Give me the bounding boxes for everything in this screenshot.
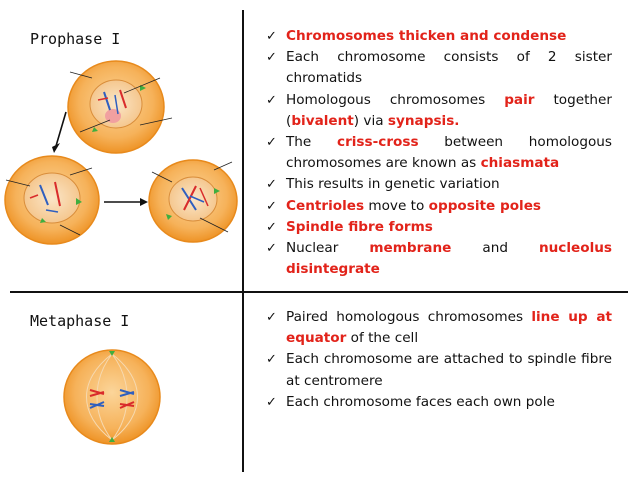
bullet-item: ✓ The criss-cross between homologous chro… <box>266 132 612 174</box>
checkmark-icon: ✓ <box>266 50 277 66</box>
arrow-right-icon <box>104 198 148 206</box>
metaphase-bullet-list: ✓ Paired homologous chromosomes line up a… <box>266 307 612 413</box>
checkmark-icon: ✓ <box>266 92 277 108</box>
bullet-text: Nuclear <box>286 240 370 257</box>
cell-prophase-late <box>148 159 238 243</box>
table-vertical-divider <box>242 10 244 472</box>
checkmark-icon: ✓ <box>266 241 277 257</box>
bullet-item: ✓ This results in genetic variation <box>266 174 612 195</box>
checkmark-icon: ✓ <box>266 352 277 368</box>
bullet-item: ✓ Chromosomes thicken and condense <box>266 26 612 47</box>
bullet-text: The <box>286 134 338 151</box>
checkmark-icon: ✓ <box>266 219 277 235</box>
bullet-text: Each chromosome are attached to spindle … <box>286 351 612 389</box>
highlight-text: opposite poles <box>428 197 542 214</box>
checkmark-icon: ✓ <box>266 198 277 214</box>
highlight-text: Centrioles <box>286 197 365 214</box>
bullet-text: Paired homologous chromosomes <box>286 309 532 325</box>
highlight-text: chiasmata <box>480 155 560 172</box>
bullet-text: ) via <box>353 112 388 129</box>
checkmark-icon: ✓ <box>266 310 277 325</box>
highlight-text: Spindle fibre forms <box>286 218 433 235</box>
cell-prophase-early <box>67 60 173 154</box>
bullet-item: ✓ Nuclear membrane and nucleolus disinteg… <box>266 238 612 280</box>
highlight-text: Chromosomes thicken and condense <box>286 28 567 44</box>
checkmark-icon: ✓ <box>266 394 277 410</box>
bullet-item: ✓ Each chromosome consists of 2 sister ch… <box>266 47 612 89</box>
arrow-down-left-icon <box>52 111 67 153</box>
bullet-text: Each chromosome faces each own pole <box>286 393 555 410</box>
checkmark-icon: ✓ <box>266 135 277 151</box>
bullet-text: and <box>451 240 539 257</box>
bullet-text: between homologous chromosomes are known… <box>286 134 613 172</box>
bullet-text: of the cell <box>346 330 419 347</box>
stage-title-metaphase: Metaphase I <box>30 312 130 330</box>
bullet-text: together ( <box>286 91 613 129</box>
checkmark-icon: ✓ <box>266 29 277 44</box>
table-horizontal-divider <box>10 291 628 293</box>
bullet-item: ✓ Centrioles move to opposite poles <box>266 196 612 217</box>
stage-title-prophase: Prophase I <box>30 30 121 48</box>
prophase-bullet-list: ✓ Chromosomes thicken and condense ✓ Each c… <box>266 26 612 280</box>
highlight-text: synapsis. <box>387 112 460 129</box>
highlight-text: criss-cross <box>337 134 419 151</box>
bullet-text: Each chromosome consists of 2 sister chr… <box>286 49 612 87</box>
cell-metaphase <box>63 349 161 445</box>
bullet-item: ✓ Paired homologous chromosomes line up a… <box>266 307 612 349</box>
bullet-text: Homologous chromosomes <box>286 91 505 108</box>
highlight-text: nucleolus disintegrate <box>286 240 612 278</box>
bullet-item: ✓ Each chromosome are attached to spindle… <box>266 349 612 391</box>
bullet-item: ✓ Each chromosome faces each own pole <box>266 392 612 413</box>
bullet-item: ✓ Homologous chromosomes pair together (b… <box>266 90 612 132</box>
bullet-item: ✓ Spindle fibre forms <box>266 217 612 238</box>
bullet-text: This results in genetic variation <box>286 176 500 193</box>
highlight-text: membrane <box>369 240 452 257</box>
bullet-text: move to <box>364 197 429 214</box>
highlight-text: pair <box>504 91 535 108</box>
checkmark-icon: ✓ <box>266 177 277 193</box>
cell-prophase-mid <box>4 155 100 245</box>
highlight-text: bivalent <box>291 112 354 129</box>
highlight-text: line up at equator <box>286 309 612 347</box>
